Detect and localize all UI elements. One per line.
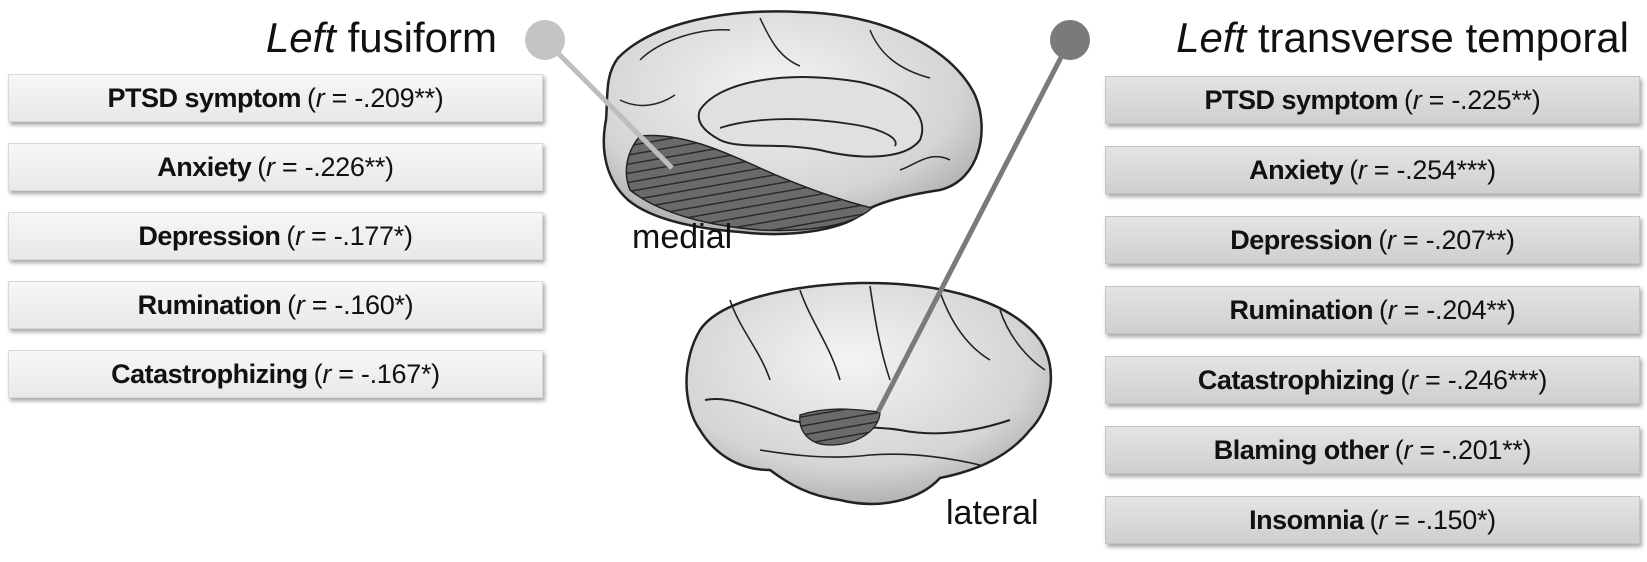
stat-value: = -.225**) [1421,84,1541,115]
right-item-insomnia: Insomnia(r = -.150*) [1105,496,1640,544]
item-label: Anxiety [1249,154,1344,185]
item-stat: (r = -.160*) [287,289,414,321]
item-stat: (r = -.246***) [1400,365,1547,396]
stat-open: ( [1378,224,1388,255]
stat-value: = -.177*) [303,220,413,251]
item-stat: (r = -.150*) [1369,504,1497,536]
stat-value: = -.167*) [331,358,440,389]
right-item-depression: Depression(r = -.207**) [1105,216,1640,264]
item-label: Depression [138,220,281,251]
left-title-rest: fusiform [335,14,497,61]
medial-view-label: medial [632,218,733,256]
stat-value: = -.204**) [1396,294,1516,325]
stat-open: ( [1400,364,1410,395]
r-symbol: r [295,289,305,320]
lateral-view-label: lateral [946,494,1039,532]
left-item-catastrophizing: Catastrophizing(r = -.167*) [8,350,543,398]
stat-open: ( [307,82,316,113]
right-item-ptsd: PTSD symptom(r = -.225**) [1105,76,1640,124]
stat-open: ( [1349,154,1358,185]
left-item-anxiety: Anxiety(r = -.226**) [8,143,543,191]
lateral-brain [685,281,1053,506]
left-item-ptsd: PTSD symptom(r = -.209**) [8,74,543,122]
right-item-anxiety: Anxiety(r = -.254***) [1105,146,1640,194]
stat-open: ( [1394,434,1404,465]
item-label: Rumination [1229,294,1374,325]
item-label: PTSD symptom [1204,84,1399,115]
right-item-rumination: Rumination(r = -.204**) [1105,286,1640,334]
medial-brain [602,10,983,236]
left-connector-line [543,38,674,170]
stat-value: = -.209**) [324,82,444,113]
right-panel-title: Left transverse temporal [1176,14,1629,62]
left-panel-title: Left fusiform [266,14,497,62]
stat-open: ( [1404,84,1413,115]
stat-value: = -.150*) [1387,504,1496,535]
item-label: Catastrophizing [111,358,308,389]
item-stat: (r = -.209**) [307,82,444,114]
stat-open: ( [287,289,296,320]
right-connector-line [875,38,1073,414]
stat-value: = -.226**) [274,151,394,182]
r-symbol: r [1409,364,1418,395]
r-symbol: r [295,220,304,251]
right-item-blaming-other: Blaming other(r = -.201**) [1105,426,1640,474]
item-stat: (r = -.207**) [1378,224,1515,256]
item-stat: (r = -.167*) [313,358,441,390]
stat-value: = -.254***) [1366,154,1496,185]
r-symbol: r [322,358,332,389]
stat-open: ( [313,358,323,389]
r-symbol: r [1387,224,1396,255]
r-symbol: r [1357,154,1367,185]
right-marker-dot [1050,20,1090,60]
r-symbol: r [1387,294,1397,325]
item-stat: (r = -.177*) [286,220,413,252]
stat-value: = -.246***) [1417,364,1548,395]
stat-value: = -.207**) [1395,224,1515,255]
item-label: Catastrophizing [1197,364,1395,395]
item-label: Blaming other [1213,434,1390,465]
stat-open: ( [286,220,296,251]
item-stat: (r = -.254***) [1349,155,1496,186]
item-stat: (r = -.204**) [1379,294,1516,326]
item-stat: (r = -.226**) [257,151,394,183]
item-label: Insomnia [1249,504,1364,535]
stat-open: ( [1369,504,1379,535]
stat-open: ( [1379,294,1388,325]
item-label: Anxiety [157,151,252,182]
right-title-rest: transverse temporal [1246,14,1629,61]
r-symbol: r [315,82,325,113]
stat-value: = -.201**) [1412,434,1532,465]
stat-value: = -.160*) [304,289,414,320]
item-stat: (r = -.225**) [1404,84,1541,116]
r-symbol: r [1403,434,1413,465]
right-item-catastrophizing: Catastrophizing(r = -.246***) [1105,356,1640,404]
right-title-italic: Left [1176,14,1247,61]
item-label: Depression [1230,224,1373,255]
r-symbol: r [266,151,275,182]
item-stat: (r = -.201**) [1394,434,1532,466]
left-item-depression: Depression(r = -.177*) [8,212,543,260]
stat-open: ( [257,151,266,182]
item-label: PTSD symptom [107,82,302,113]
left-item-rumination: Rumination(r = -.160*) [8,281,543,329]
r-symbol: r [1412,84,1422,115]
item-label: Rumination [137,289,282,320]
left-title-italic: Left [265,14,336,61]
r-symbol: r [1378,504,1388,535]
left-marker-dot [525,20,565,60]
